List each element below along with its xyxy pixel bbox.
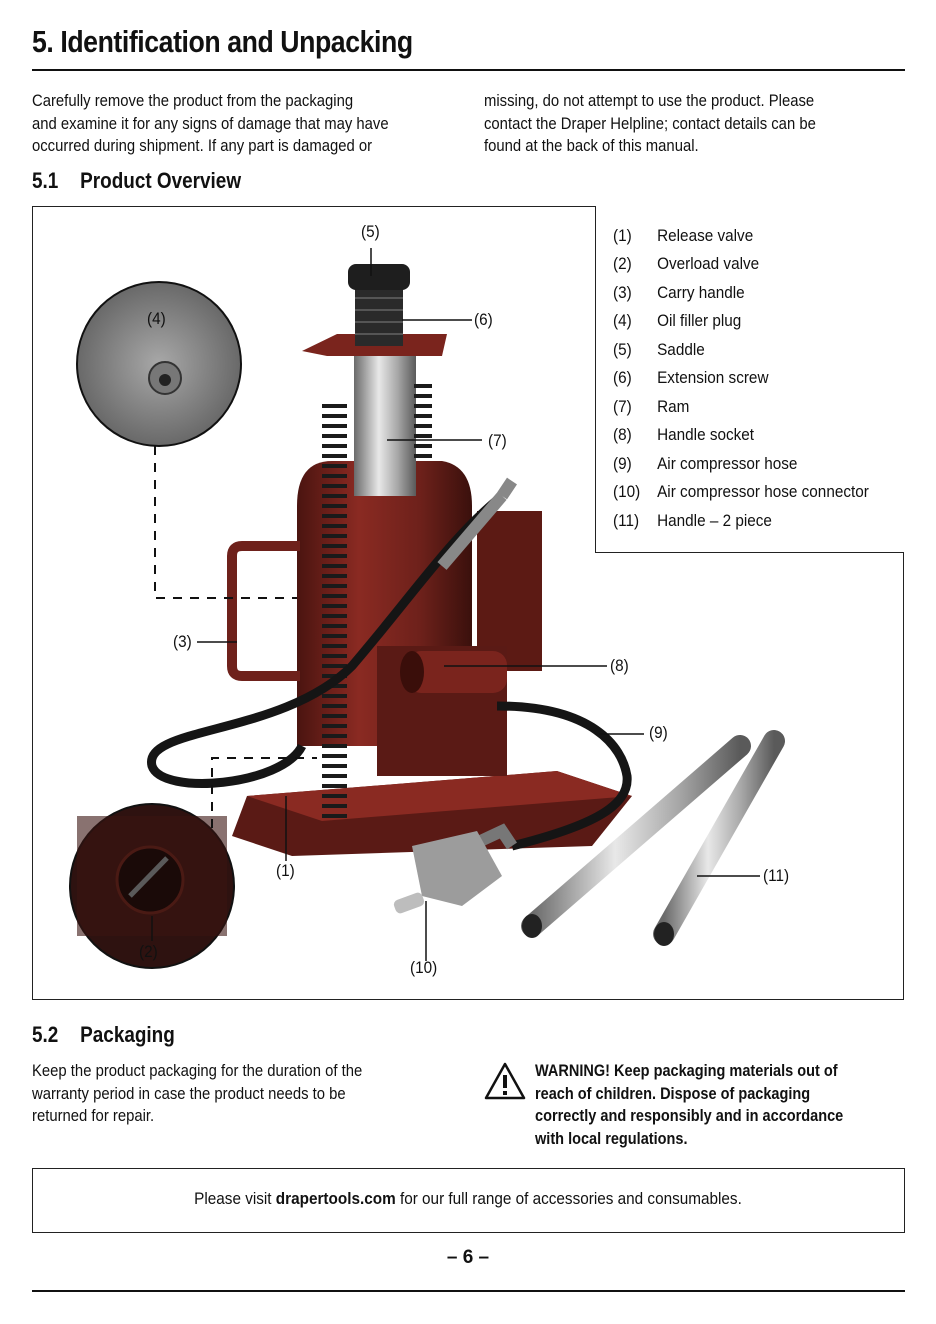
warning-line: WARNING! Keep packaging materials out of — [535, 1062, 838, 1080]
hose-spring-guard — [437, 477, 517, 570]
extension-screw — [348, 264, 410, 346]
callout-10: (10) — [410, 958, 438, 977]
inset-2-connector — [211, 757, 317, 828]
legend-item: (8)Handle socket — [613, 425, 755, 444]
product-overview-figure — [32, 206, 904, 1000]
oil-filler-plug-inset — [76, 281, 242, 447]
callout-4: (4) — [147, 309, 166, 328]
air-hose-lower — [496, 701, 632, 851]
carry-handle — [227, 541, 300, 681]
section-title: Packaging — [80, 1022, 175, 1047]
callout-7: (7) — [488, 431, 507, 450]
two-piece-handle — [521, 730, 785, 946]
inset-4-connector — [154, 446, 297, 599]
intro-column-1: Carefully remove the product from the pa… — [32, 90, 389, 158]
bottle-jack-illustration — [69, 248, 785, 969]
title-rule — [32, 69, 905, 71]
legend-item: (1)Release valve — [613, 226, 754, 245]
air-hose-connector — [393, 823, 517, 914]
return-spring-rear — [414, 384, 432, 458]
packaging-line: Keep the product packaging for the durat… — [32, 1062, 363, 1080]
jack-base — [232, 771, 632, 856]
air-hose-upper — [147, 492, 505, 788]
legend-item: (4)Oil filler plug — [613, 311, 742, 330]
legend-item: (9)Air compressor hose — [613, 454, 798, 473]
intro-column-2: missing, do not attempt to use the produ… — [484, 90, 816, 158]
intro-line: contact the Draper Helpline; contact det… — [484, 114, 816, 133]
warning-line: correctly and responsibly and in accorda… — [535, 1107, 844, 1125]
accessories-notice-box — [32, 1168, 905, 1233]
packaging-line: returned for repair. — [32, 1107, 155, 1125]
callout-6: (6) — [474, 310, 493, 329]
callout-9: (9) — [649, 723, 668, 742]
callout-leaders — [151, 248, 760, 961]
page-title: 5. Identification and Unpacking — [32, 24, 413, 59]
section-number: 5.2 — [32, 1022, 59, 1047]
callout-1: (1) — [276, 861, 295, 880]
intro-line: Carefully remove the product from the pa… — [32, 92, 354, 110]
parts-legend — [595, 206, 904, 553]
intro-line: missing, do not attempt to use the produ… — [484, 92, 815, 110]
packaging-warning: WARNING! Keep packaging materials out of… — [535, 1060, 843, 1150]
intro-line: found at the back of this manual. — [484, 137, 699, 155]
legend-item: (5)Saddle — [613, 340, 705, 359]
callout-8: (8) — [610, 656, 629, 675]
footer-rule — [32, 1290, 905, 1292]
legend-item: (10)Air compressor hose connector — [613, 482, 869, 501]
callout-2: (2) — [139, 942, 158, 961]
section-heading-overview: 5.1 Product Overview — [32, 168, 241, 194]
legend-item: (3)Carry handle — [613, 283, 745, 302]
section-title: Product Overview — [80, 168, 242, 193]
legend-item: (6)Extension screw — [613, 368, 769, 387]
pump-housing — [477, 511, 542, 671]
callout-11: (11) — [763, 866, 790, 885]
legend-item: (7)Ram — [613, 397, 690, 416]
website-link[interactable]: drapertools.com — [275, 1189, 396, 1208]
warning-line: with local regulations. — [535, 1129, 688, 1148]
accessories-notice: Please visit drapertools.com for our ful… — [194, 1189, 742, 1208]
warning-line: reach of children. Dispose of packaging — [535, 1084, 811, 1103]
legend-item: (11)Handle – 2 piece — [613, 511, 772, 530]
page-number: – 6 – — [446, 1247, 490, 1268]
packaging-text: Keep the product packaging for the durat… — [32, 1060, 362, 1128]
callout-5: (5) — [361, 222, 380, 241]
section-heading-packaging: 5.2 Packaging — [32, 1022, 175, 1048]
handle-socket — [400, 651, 507, 693]
packaging-line: warranty period in case the product need… — [32, 1084, 346, 1103]
callout-3: (3) — [173, 632, 192, 651]
ram — [354, 346, 416, 496]
intro-line: occurred during shipment. If any part is… — [32, 137, 373, 155]
legend-item: (2)Overload valve — [613, 254, 760, 273]
warning-triangle-icon — [484, 1062, 526, 1100]
intro-line: and examine it for any signs of damage t… — [32, 114, 389, 133]
section-number: 5.1 — [32, 168, 59, 193]
